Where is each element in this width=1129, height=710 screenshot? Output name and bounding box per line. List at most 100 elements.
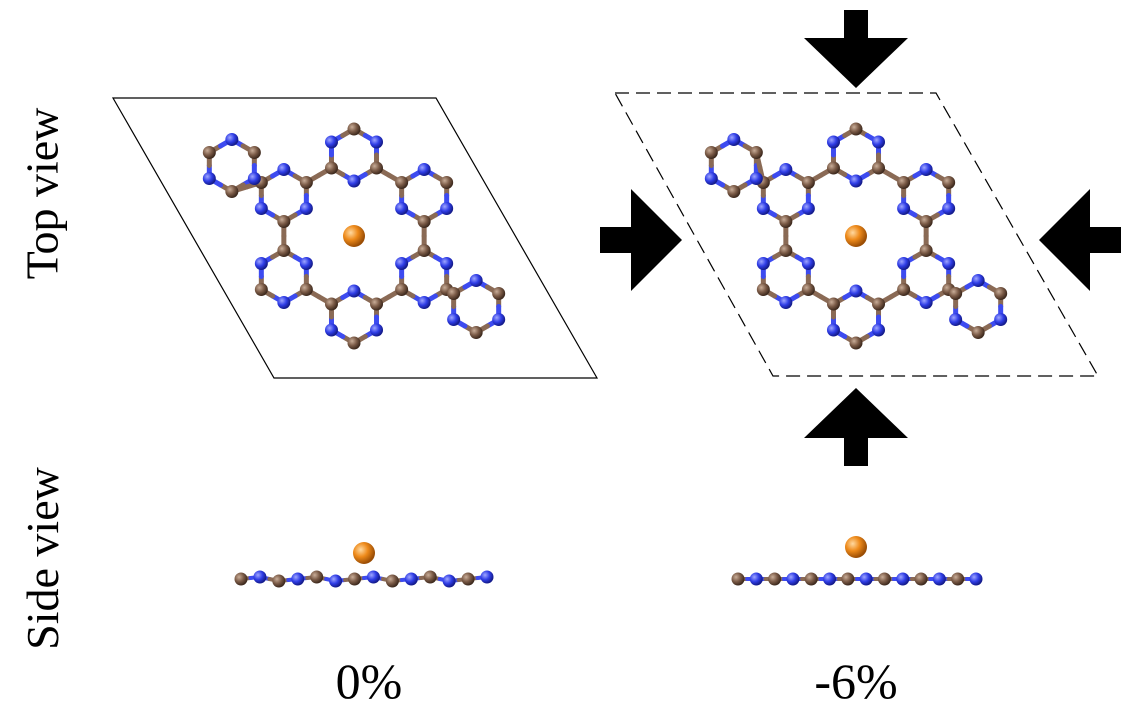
carbon-atom xyxy=(272,574,286,588)
nitrogen-atom xyxy=(859,572,873,586)
nitrogen-atom xyxy=(299,257,313,270)
nitrogen-atom xyxy=(247,171,261,185)
carbon-atom xyxy=(324,297,338,311)
nitrogen-atom xyxy=(932,572,946,586)
nitrogen-atom xyxy=(919,296,933,309)
carbon-atom xyxy=(417,215,431,228)
carbon-atom xyxy=(417,244,431,257)
nitrogen-atom xyxy=(440,257,454,270)
strain-caption-unstrained: 0% xyxy=(335,653,403,709)
nitrogen-atom xyxy=(395,202,409,215)
nitrogen-atom xyxy=(779,296,793,309)
nitrogen-atom xyxy=(291,572,305,586)
nitrogen-atom xyxy=(896,572,910,586)
nitrogen-atom xyxy=(370,323,384,337)
nitrogen-atom xyxy=(225,132,239,146)
nitrogen-atom xyxy=(969,572,983,586)
unit-cell-strained xyxy=(613,92,1100,377)
carbon-atom xyxy=(731,572,745,586)
carbon-atom xyxy=(461,572,475,586)
carbon-atom xyxy=(849,336,863,350)
carbon-atom xyxy=(247,145,261,159)
nitrogen-atom xyxy=(480,570,494,584)
carbon-atom xyxy=(299,283,313,296)
compression-arrow-bottom xyxy=(804,388,908,466)
carbon-atom xyxy=(348,572,362,586)
nitrogen-atom xyxy=(492,313,506,327)
carbon-atom xyxy=(395,283,409,296)
nitrogen-atom xyxy=(942,202,956,215)
carbon-atom xyxy=(749,145,763,159)
metal-atom xyxy=(845,536,867,558)
nitrogen-atom xyxy=(395,257,409,270)
carbon-atom xyxy=(841,572,855,586)
carbon-atom xyxy=(949,287,963,301)
nitrogen-atom xyxy=(440,202,454,215)
nitrogen-atom xyxy=(370,135,384,149)
carbon-atom xyxy=(872,297,886,311)
nitrogen-atom xyxy=(949,313,963,327)
nitrogen-atom xyxy=(254,257,268,270)
nitrogen-atom xyxy=(727,132,741,146)
nitrogen-atom xyxy=(919,163,933,176)
compression-arrow-left xyxy=(600,189,682,291)
nitrogen-atom xyxy=(277,296,291,309)
nitrogen-atom xyxy=(942,257,956,270)
nitrogen-atom xyxy=(801,202,815,215)
carbon-atom xyxy=(872,161,886,175)
nitrogen-atom xyxy=(469,274,483,288)
unit-cell-unstrained xyxy=(111,97,599,379)
carbon-atom xyxy=(897,176,911,189)
carbon-atom xyxy=(779,244,793,257)
carbon-atom xyxy=(994,287,1008,301)
carbon-atom xyxy=(347,336,361,350)
nitrogen-atom xyxy=(417,296,431,309)
carbon-atom xyxy=(254,283,268,296)
carbon-atom xyxy=(370,161,384,175)
nitrogen-atom xyxy=(347,174,361,188)
metal-atom xyxy=(343,225,365,247)
carbon-atom xyxy=(951,572,965,586)
carbon-atom xyxy=(423,570,437,584)
nitrogen-atom xyxy=(756,202,770,215)
carbon-atom xyxy=(202,145,216,159)
molecule-side-view-unstrained xyxy=(234,542,494,588)
carbon-atom xyxy=(395,176,409,189)
carbon-atom xyxy=(826,161,840,175)
nitrogen-atom xyxy=(756,257,770,270)
nitrogen-atom xyxy=(872,323,886,337)
carbon-atom xyxy=(385,574,399,588)
carbon-atom xyxy=(310,570,324,584)
nitrogen-atom xyxy=(801,257,815,270)
nitrogen-atom xyxy=(366,570,380,584)
carbon-atom xyxy=(849,122,863,136)
carbon-atom xyxy=(225,184,239,198)
carbon-atom xyxy=(447,287,461,301)
nitrogen-atom xyxy=(826,323,840,337)
strain-caption-strained: -6% xyxy=(814,653,898,709)
compression-arrow-top xyxy=(804,10,908,88)
carbon-atom xyxy=(277,215,291,228)
molecule-side-view-strained xyxy=(731,536,983,586)
carbon-atom xyxy=(826,297,840,311)
nitrogen-atom xyxy=(971,274,985,288)
carbon-atom xyxy=(324,161,338,175)
nitrogen-atom xyxy=(897,202,911,215)
nitrogen-atom xyxy=(826,135,840,149)
carbon-atom xyxy=(277,244,291,257)
nitrogen-atom xyxy=(897,257,911,270)
nitrogen-atom xyxy=(823,572,837,586)
metal-atom xyxy=(353,542,375,564)
carbon-atom xyxy=(801,176,815,189)
metal-atom xyxy=(845,225,867,247)
nitrogen-atom xyxy=(299,202,313,215)
nitrogen-atom xyxy=(329,574,343,588)
carbon-atom xyxy=(897,283,911,296)
molecule-top-view-unstrained xyxy=(202,122,506,350)
nitrogen-atom xyxy=(447,313,461,327)
carbon-atom xyxy=(347,122,361,136)
carbon-atom xyxy=(440,176,454,189)
nitrogen-atom xyxy=(779,163,793,176)
